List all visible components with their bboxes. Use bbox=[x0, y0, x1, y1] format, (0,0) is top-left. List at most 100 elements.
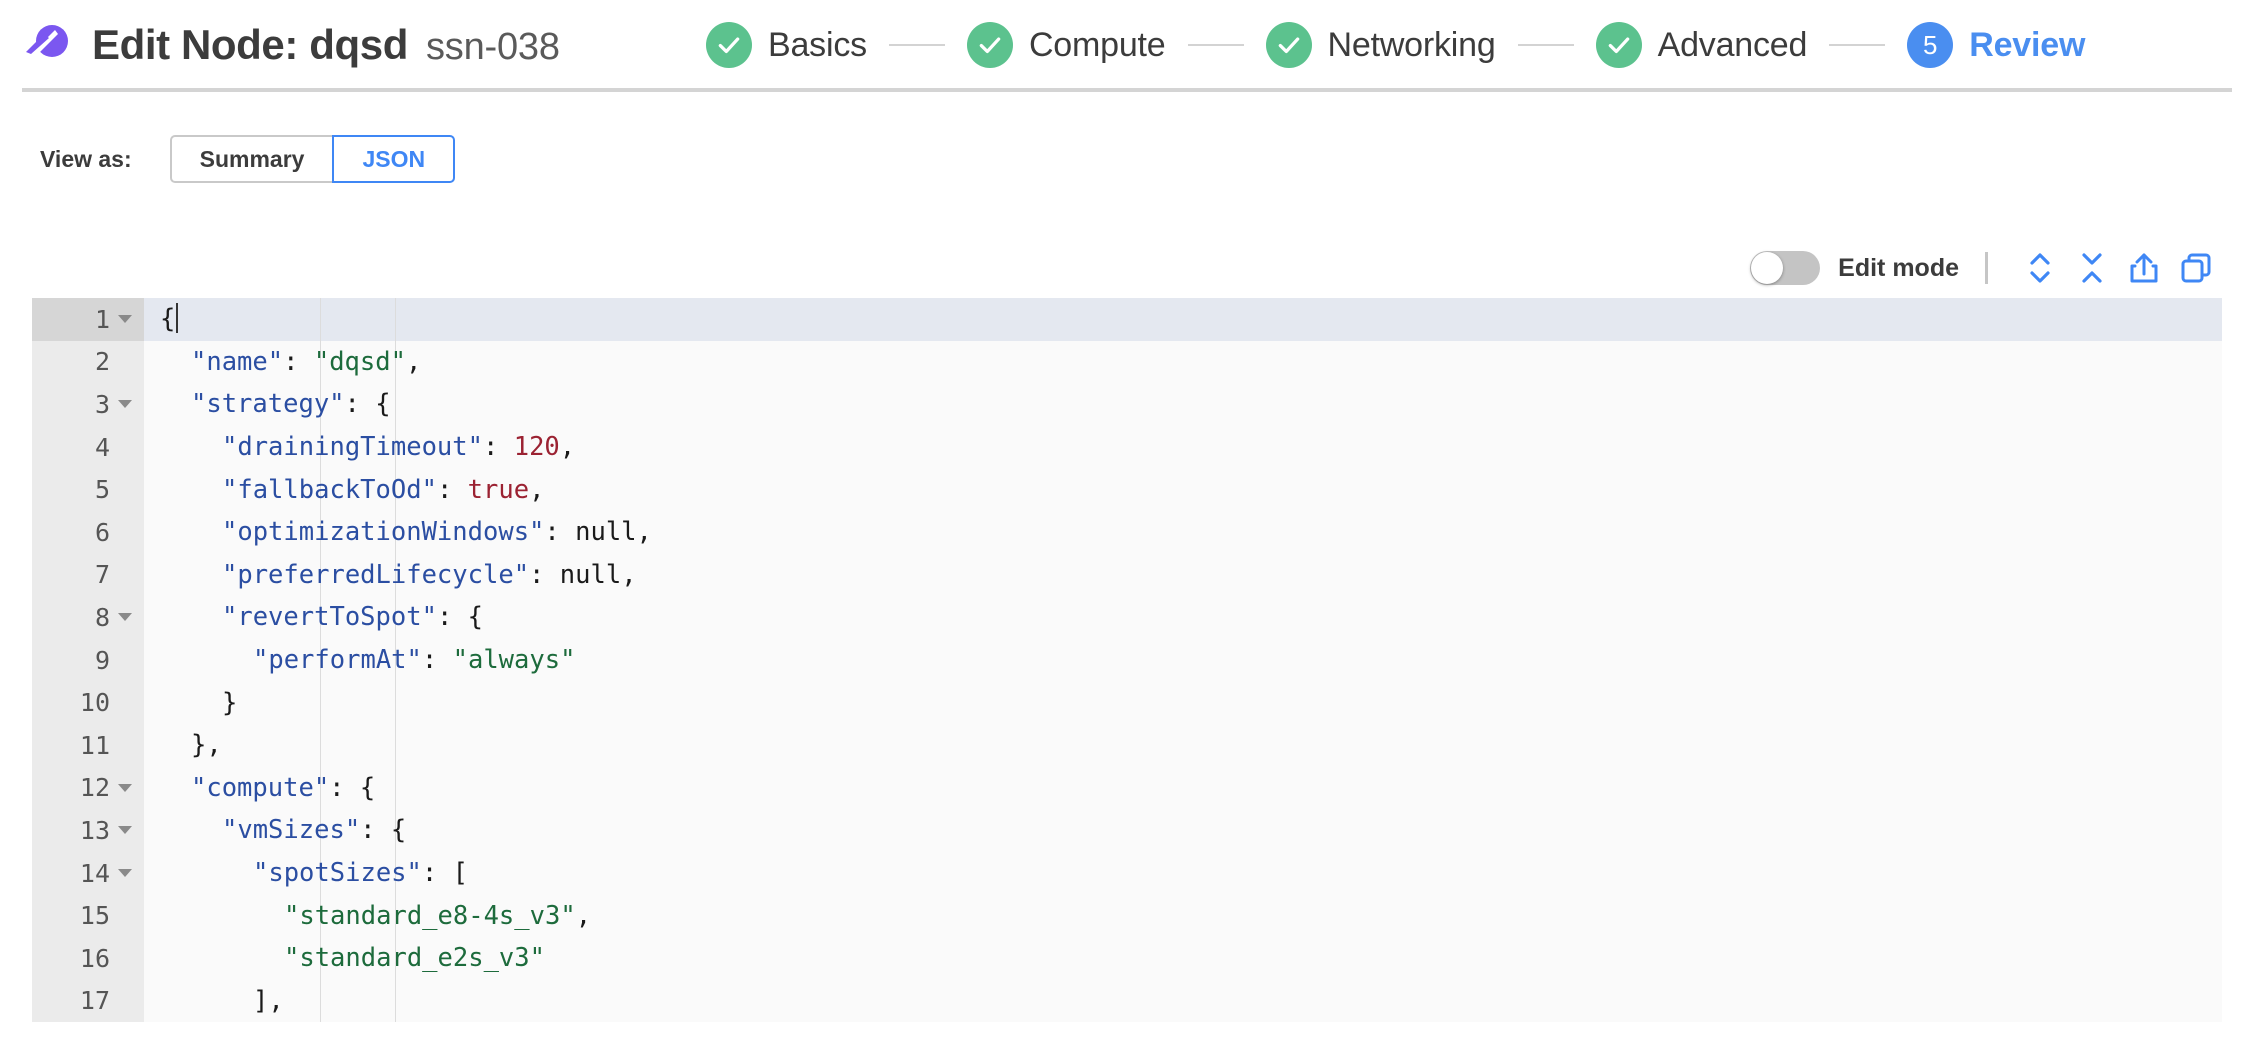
expand-all-icon[interactable] bbox=[2014, 246, 2066, 290]
fold-arrow-icon[interactable] bbox=[114, 869, 136, 878]
step-number: 5 bbox=[1922, 30, 1938, 60]
code-line[interactable]: 12"compute": { bbox=[32, 766, 2222, 810]
code-line[interactable]: 13 "vmSizes": { bbox=[32, 809, 2222, 852]
code-text[interactable]: "compute": { bbox=[144, 773, 375, 803]
stepper-step-networking[interactable]: Networking bbox=[1265, 22, 1496, 68]
line-number: 15 bbox=[79, 901, 110, 931]
code-token: : bbox=[529, 559, 560, 590]
code-line[interactable]: 7"preferredLifecycle": null, bbox=[32, 553, 2222, 597]
copy-icon[interactable] bbox=[2170, 246, 2222, 290]
stepper-step-compute[interactable]: Compute bbox=[966, 22, 1166, 68]
code-text[interactable]: "strategy": { bbox=[144, 389, 391, 419]
step-number-badge: 5 bbox=[1907, 22, 1954, 68]
line-number-gutter: 3 bbox=[32, 383, 144, 426]
code-token: , bbox=[559, 432, 576, 463]
fold-arrow-icon[interactable] bbox=[114, 826, 136, 835]
code-line[interactable]: 6"optimizationWindows": null, bbox=[32, 510, 2222, 554]
code-line[interactable]: 8"revertToSpot": { bbox=[32, 596, 2222, 639]
code-text[interactable]: "standard_e8-4s_v3", bbox=[144, 901, 591, 931]
line-number-gutter: 15 bbox=[32, 894, 144, 937]
stepper-label-basics: Basics bbox=[768, 25, 867, 64]
code-line[interactable]: 5 "fallbackToOd": true, bbox=[32, 468, 2222, 511]
stepper-step-basics[interactable]: Basics bbox=[706, 22, 867, 68]
fold-arrow-icon[interactable] bbox=[114, 783, 136, 792]
code-text[interactable]: "performAt": "always" bbox=[144, 645, 575, 675]
line-number-gutter: 4 bbox=[32, 425, 144, 469]
stepper-label-compute: Compute bbox=[1028, 25, 1166, 64]
code-line[interactable]: 15 "standard_e8-4s_v3", bbox=[32, 894, 2222, 937]
json-editor[interactable]: 1{2"name": "dqsd",3"strategy": {4"draini… bbox=[32, 298, 2222, 1023]
code-line[interactable]: 10} bbox=[32, 681, 2222, 724]
json-editor-body[interactable]: 1{2"name": "dqsd",3"strategy": {4"draini… bbox=[32, 298, 2222, 1023]
view-as-segmented-control[interactable]: Summary JSON bbox=[169, 135, 456, 183]
toolbar-divider bbox=[1985, 252, 1988, 284]
code-text[interactable]: "preferredLifecycle": null, bbox=[144, 560, 637, 590]
line-number: 3 bbox=[94, 389, 110, 419]
line-number-gutter: 16 bbox=[32, 936, 144, 980]
line-number-gutter: 6 bbox=[32, 510, 144, 554]
check-icon bbox=[1265, 22, 1312, 68]
share-export-icon[interactable] bbox=[2118, 246, 2170, 290]
line-number-gutter: 9 bbox=[32, 638, 144, 682]
code-token: , bbox=[621, 559, 637, 590]
code-line[interactable]: 3 "strategy": { bbox=[32, 383, 2222, 426]
code-token: : { bbox=[344, 389, 391, 420]
code-token: "fallbackToOd" bbox=[222, 474, 437, 505]
code-line[interactable]: 11}, bbox=[32, 723, 2222, 767]
line-number: 5 bbox=[94, 475, 110, 505]
code-token: "optimizationWindows" bbox=[222, 517, 545, 548]
code-line[interactable]: 16 "standard_e2s_v3" bbox=[32, 936, 2222, 980]
line-number: 13 bbox=[79, 815, 110, 845]
code-line[interactable]: 17], bbox=[32, 979, 2222, 1023]
line-number: 10 bbox=[79, 688, 110, 718]
code-token: : [ bbox=[421, 858, 468, 889]
code-token: ], bbox=[253, 985, 284, 1016]
code-text[interactable]: "spotSizes": [ bbox=[144, 858, 468, 888]
view-as-row: View as: Summary JSON bbox=[0, 128, 2250, 190]
code-text[interactable]: "standard_e2s_v3" bbox=[144, 943, 545, 973]
stepper-step-advanced[interactable]: Advanced bbox=[1595, 22, 1808, 68]
code-text[interactable]: "name": "dqsd", bbox=[144, 347, 421, 377]
code-token: "drainingTimeout" bbox=[222, 432, 483, 463]
view-as-option-summary[interactable]: Summary bbox=[169, 135, 333, 183]
code-token: , bbox=[575, 900, 592, 931]
stepper-label-advanced: Advanced bbox=[1657, 25, 1808, 64]
line-number-gutter: 13 bbox=[32, 809, 144, 852]
line-number: 11 bbox=[79, 730, 110, 760]
code-token: "performAt" bbox=[253, 645, 422, 676]
code-token: "standard_e2s_v3" bbox=[284, 943, 545, 974]
line-number: 9 bbox=[94, 645, 110, 675]
code-line[interactable]: 9 "performAt": "always" bbox=[32, 638, 2222, 682]
code-line[interactable]: 2"name": "dqsd", bbox=[32, 340, 2222, 384]
app-header: Edit Node: dqsd ssn-038 Basics Compute N… bbox=[0, 0, 2250, 92]
stepper-connector bbox=[1517, 44, 1574, 46]
code-text[interactable]: "optimizationWindows": null, bbox=[144, 517, 652, 547]
code-line[interactable]: 14"spotSizes": [ bbox=[32, 851, 2222, 895]
fold-arrow-icon[interactable] bbox=[114, 400, 136, 409]
edit-mode-toggle[interactable] bbox=[1750, 251, 1821, 285]
view-as-option-json[interactable]: JSON bbox=[332, 135, 456, 183]
code-token: "always" bbox=[452, 645, 576, 676]
code-text[interactable]: "fallbackToOd": true, bbox=[144, 475, 544, 505]
stepper-connector bbox=[888, 44, 945, 46]
code-text[interactable]: ], bbox=[144, 986, 284, 1016]
code-text[interactable]: } bbox=[144, 688, 237, 718]
line-number: 1 bbox=[94, 304, 110, 334]
code-text[interactable]: "drainingTimeout": 120, bbox=[144, 432, 575, 462]
code-text[interactable]: "vmSizes": { bbox=[144, 815, 406, 845]
fold-arrow-icon[interactable] bbox=[114, 315, 136, 324]
code-text[interactable]: { bbox=[144, 302, 179, 335]
page-title-subtitle: ssn-038 bbox=[425, 26, 560, 68]
page-title-main: Edit Node: dqsd bbox=[92, 21, 408, 68]
code-token: "vmSizes" bbox=[222, 815, 361, 846]
code-line[interactable]: 4"drainingTimeout": 120, bbox=[32, 425, 2222, 469]
code-text[interactable]: "revertToSpot": { bbox=[144, 602, 483, 632]
code-token: "spotSizes" bbox=[253, 858, 422, 889]
stepper-step-review[interactable]: 5 Review bbox=[1907, 22, 2085, 68]
fold-arrow-icon[interactable] bbox=[114, 613, 136, 622]
code-line[interactable]: 1{ bbox=[32, 298, 2222, 341]
code-text[interactable]: }, bbox=[144, 730, 222, 760]
code-token: true bbox=[467, 474, 530, 505]
collapse-all-icon[interactable] bbox=[2066, 246, 2118, 290]
stepper-label-networking: Networking bbox=[1327, 25, 1496, 64]
